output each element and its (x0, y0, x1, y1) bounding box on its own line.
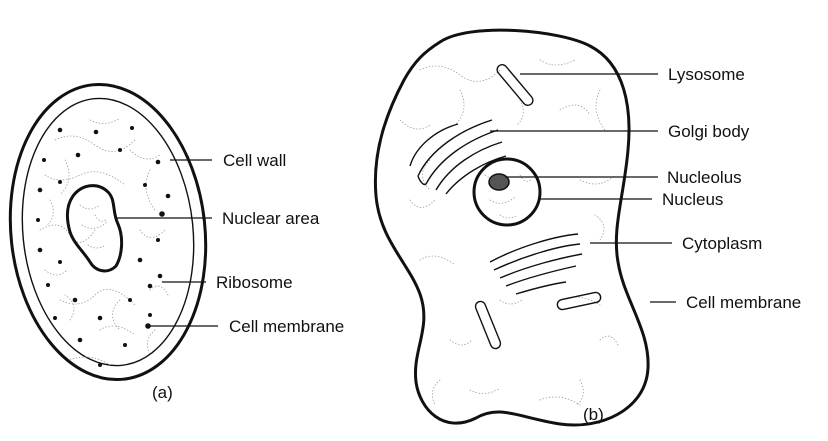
lysosome-label: Lysosome (668, 65, 745, 84)
caption-a: (a) (152, 383, 173, 402)
golgi-body-label: Golgi body (668, 122, 750, 141)
golgi-body-lower (490, 234, 582, 294)
prokaryotic-cell: Cell wall Nuclear area Ribosome Cell mem… (0, 75, 344, 402)
cell-wall-label: Cell wall (223, 151, 286, 170)
cytoplasm-stipple-b (400, 60, 618, 405)
lysosome-right (556, 292, 601, 311)
caption-b: (b) (583, 405, 604, 424)
eukaryotic-cell: Lysosome Golgi body Nucleolus Nucleus Cy… (375, 30, 801, 425)
ribosome-label: Ribosome (216, 273, 293, 292)
nucleolus-label: Nucleolus (667, 168, 742, 187)
cell-membrane-a-label: Cell membrane (229, 317, 344, 336)
cell-membrane-b-label: Cell membrane (686, 293, 801, 312)
cell-membrane-outline (9, 90, 206, 374)
nucleus-shape (474, 159, 540, 225)
lysosome-bottom (474, 300, 502, 350)
lysosome-top (495, 63, 535, 108)
cell-wall-outline (0, 75, 220, 390)
cytoplasm-label: Cytoplasm (682, 234, 762, 253)
nuclear-area-label: Nuclear area (222, 209, 320, 228)
nucleus-label: Nucleus (662, 190, 723, 209)
